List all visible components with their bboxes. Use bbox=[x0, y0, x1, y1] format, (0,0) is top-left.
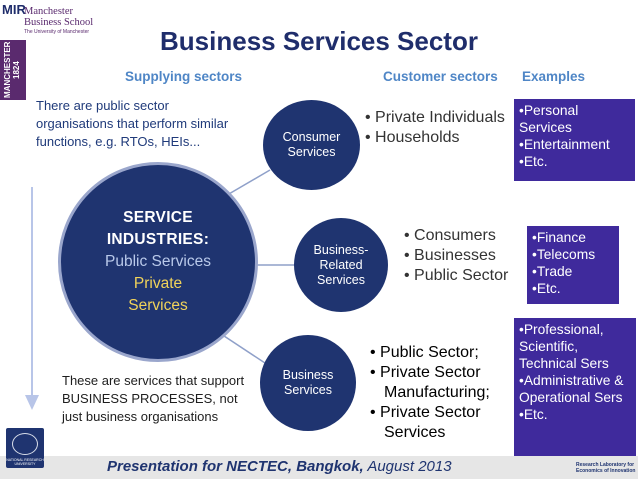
customer-item: Public Sector; bbox=[380, 344, 479, 361]
list-item: • Private Individuals bbox=[365, 109, 505, 126]
footer-bar bbox=[0, 456, 638, 479]
list-item: • Public Sector bbox=[404, 267, 509, 284]
header-customer-sectors: Customer sectors bbox=[383, 69, 498, 84]
example-item: •Etc. bbox=[519, 154, 548, 169]
footer-text-date: August 2013 bbox=[363, 458, 452, 475]
example-item: •Telecoms bbox=[532, 247, 596, 262]
down-arrow-head bbox=[25, 395, 39, 410]
header-supplying-sectors: Supplying sectors bbox=[125, 69, 243, 84]
public-services-label: Public Services bbox=[105, 253, 211, 270]
examples-box-consumer: •Personal Services •Entertainment •Etc. bbox=[514, 99, 635, 181]
research-lab-logo: Research Laboratory for Economics of Inn… bbox=[576, 462, 636, 474]
consumer-services-circle: Consumer Services bbox=[263, 100, 360, 190]
customer-list-business: • Public Sector; • Private Sector Manufa… bbox=[370, 343, 520, 443]
note-business-processes: These are services that support BUSINESS… bbox=[62, 373, 245, 424]
list-item: • Private Sector Manufacturing; bbox=[370, 364, 490, 401]
list-item: • Private Sector Services bbox=[370, 404, 481, 441]
customer-item: Consumers bbox=[414, 227, 496, 244]
customer-item: Households bbox=[375, 129, 460, 146]
business-services-circle: Business Services bbox=[260, 335, 356, 431]
mir-logo-text: MIR bbox=[2, 2, 26, 17]
manchester-business-school-logo: Manchester Business School The Universit… bbox=[24, 6, 144, 35]
customer-list-consumer: • Private Individuals • Households bbox=[365, 108, 515, 148]
example-item: •Trade bbox=[532, 264, 573, 279]
note-public-sector: There are public sector organisations th… bbox=[36, 98, 229, 149]
list-item: • Public Sector; bbox=[370, 344, 479, 361]
header-examples: Examples bbox=[522, 69, 586, 84]
customer-item: Public Sector bbox=[414, 267, 509, 284]
footer-text-bold: Presentation for NECTEC, Bangkok, bbox=[107, 458, 364, 475]
down-arrow-shaft bbox=[31, 187, 33, 397]
mbs-logo-name: Manchester Business School bbox=[24, 6, 94, 28]
example-item: •Entertainment bbox=[519, 137, 610, 152]
list-item: • Businesses bbox=[404, 247, 496, 264]
example-item: •Finance bbox=[532, 230, 586, 245]
hse-seal-icon bbox=[12, 433, 38, 455]
example-item: •Personal Services bbox=[519, 103, 579, 135]
example-item: •Professional, Scientific, Technical Ser… bbox=[519, 322, 609, 371]
note-bottom-background bbox=[54, 366, 240, 448]
footer-text: Presentation for NECTEC, Bangkok, August… bbox=[107, 456, 452, 478]
example-item: •Etc. bbox=[532, 281, 561, 296]
examples-box-business: •Professional, Scientific, Technical Ser… bbox=[514, 318, 636, 464]
customer-item: Private Sector Manufacturing; bbox=[380, 364, 490, 401]
business-related-services-label: Business-Related Services bbox=[313, 242, 369, 287]
list-item: • Households bbox=[365, 129, 460, 146]
customer-list-business-related: • Consumers • Businesses • Public Sector bbox=[404, 226, 526, 286]
list-item: • Consumers bbox=[404, 227, 496, 244]
business-services-label: Business Services bbox=[282, 368, 334, 397]
manchester-vertical-banner bbox=[0, 40, 26, 100]
customer-item: Private Sector Services bbox=[380, 404, 481, 441]
slide-title: Business Services Sector bbox=[160, 26, 478, 56]
example-item: •Administrative & Operational Sers bbox=[519, 373, 624, 405]
mbs-logo-subtitle: The University of Manchester bbox=[24, 29, 90, 35]
business-related-services-circle: Business-Related Services bbox=[294, 218, 388, 312]
service-industries-heading: SERVICE INDUSTRIES: bbox=[106, 209, 210, 248]
mir-logo: MIR bbox=[2, 2, 26, 18]
private-services-label: Private Services bbox=[128, 275, 188, 314]
examples-box-business-related: •Finance •Telecoms •Trade •Etc. bbox=[527, 226, 619, 304]
consumer-services-label: Consumer Services bbox=[282, 130, 341, 159]
service-industries-circle: SERVICE INDUSTRIES: Public Services Priv… bbox=[58, 162, 258, 362]
example-item: •Etc. bbox=[519, 407, 548, 422]
customer-item: Private Individuals bbox=[375, 109, 505, 126]
hse-logo-caption: NATIONAL RESEARCH UNIVERSITY bbox=[6, 458, 44, 466]
customer-item: Businesses bbox=[414, 247, 496, 264]
